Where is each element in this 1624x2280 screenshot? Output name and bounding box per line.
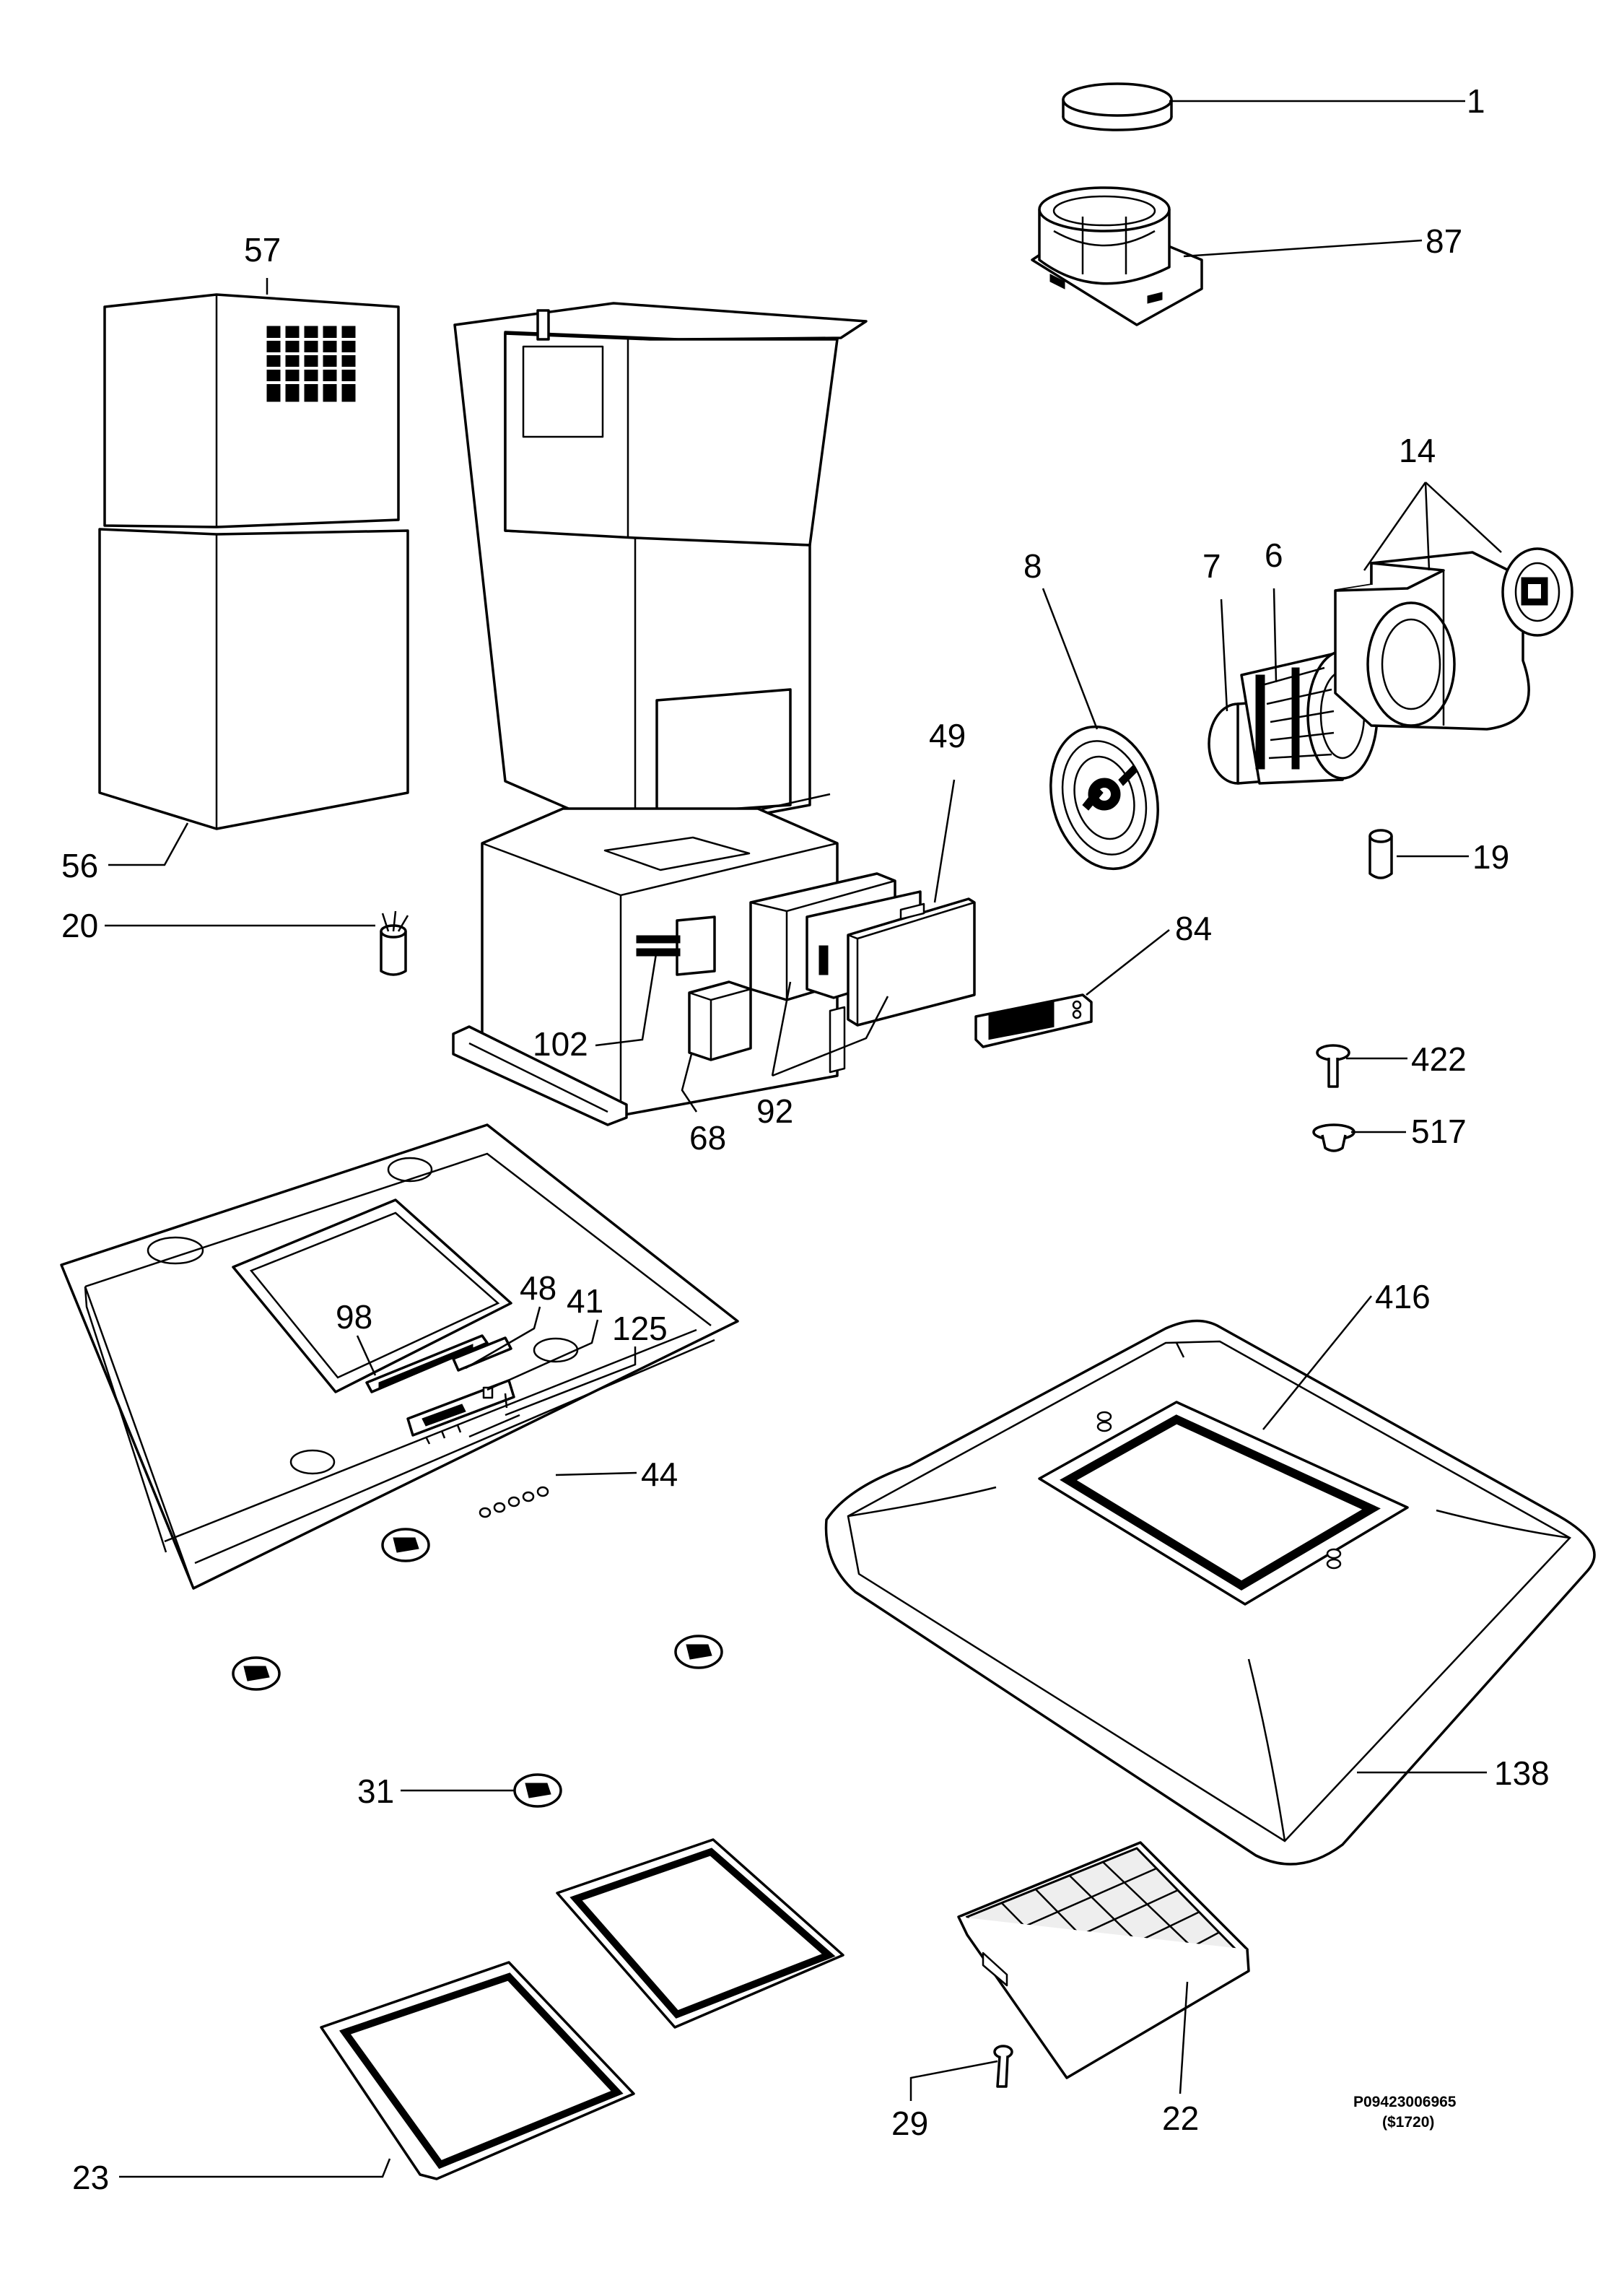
part-517-grommet [1312,1123,1355,1152]
label-14: 14 [1399,432,1436,469]
part-23-grease-filter-left [320,1961,635,2180]
drawing-code-number: P09423006965 [1353,2094,1457,2110]
label-29: 29 [891,2105,928,2142]
label-56: 56 [61,847,98,884]
part-102-switch [636,915,716,976]
part-19-spacer [1368,829,1393,879]
label-8: 8 [1023,547,1042,585]
label-44: 44 [641,1456,678,1493]
label-31: 31 [357,1772,394,1810]
label-98: 98 [336,1298,372,1336]
label-138: 138 [1494,1754,1550,1792]
part-20-connector [380,910,409,976]
label-23: 23 [72,2159,109,2196]
part-57-vent-grille [264,326,361,402]
part-68-capacitor [688,980,752,1061]
label-22: 22 [1162,2100,1199,2137]
knob-1 [381,1528,430,1562]
part-14-blower-housing [1334,547,1573,731]
knob-2 [232,1656,281,1691]
label-416: 416 [1375,1278,1431,1315]
label-87: 87 [1426,222,1462,260]
part-138-glass-canopy [824,1319,1596,1866]
part-44-buttons [479,1486,549,1518]
drawing-code-price: ($1720) [1382,2114,1434,2131]
label-7: 7 [1202,547,1221,585]
drawing-code: P09423006965 ($1720) [1353,2094,1457,2131]
chimney-frame [453,302,868,839]
label-48: 48 [520,1269,556,1307]
label-422: 422 [1411,1040,1467,1078]
part-416-filter-frame [1038,1401,1409,1606]
part-23-grease-filter-right [556,1838,844,2029]
hood-body [60,1123,739,1590]
label-125: 125 [612,1310,668,1347]
part-22-carbon-filter [957,1841,1250,2079]
label-1: 1 [1467,82,1485,120]
part-84-control-strip [974,993,1093,1048]
label-84: 84 [1175,910,1212,947]
part-1-cap [1062,82,1173,131]
part-125-control-board [424,1393,520,1445]
part-48-bracket [452,1336,512,1372]
label-6: 6 [1265,536,1283,574]
part-87-adaptor [1031,186,1203,326]
label-92: 92 [756,1092,793,1130]
label-517: 517 [1411,1113,1467,1150]
part-8-impeller-plate [1049,725,1159,871]
part-56-lower-chimney-cover [98,528,409,830]
label-57: 57 [244,231,281,269]
part-31-knob [513,1773,562,1808]
label-68: 68 [689,1119,726,1157]
part-29-screw [993,2045,1013,2088]
knob-3 [674,1635,723,1669]
part-labels: 1 87 57 14 8 7 6 49 56 19 20 84 102 422 … [61,82,1550,2196]
label-102: 102 [533,1025,588,1063]
leader-lines [105,100,1502,2178]
part-98-board [365,1334,489,1393]
label-49: 49 [929,717,966,754]
label-19: 19 [1472,838,1509,876]
part-41-interface-board [406,1379,515,1437]
label-20: 20 [61,907,98,944]
part-49-circuit-board [829,897,976,1074]
label-41: 41 [567,1282,603,1320]
part-422-screw [1316,1044,1350,1088]
